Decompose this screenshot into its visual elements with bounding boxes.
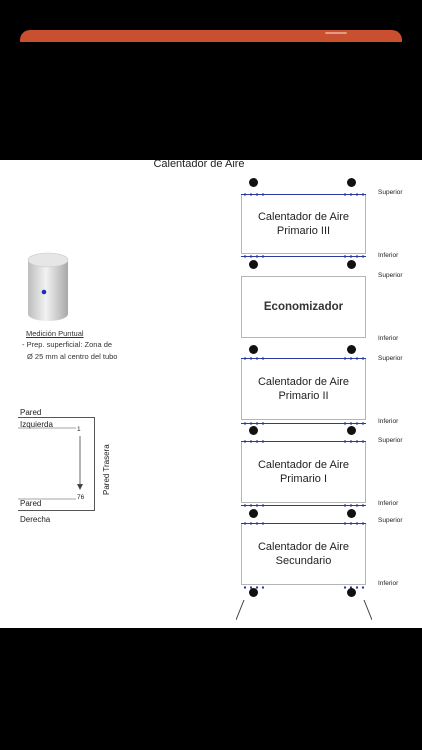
measure-line: [241, 256, 366, 257]
measurement-points: [342, 504, 364, 507]
support-ball: [249, 260, 258, 269]
section-name: Calentador de Aire Secundario: [257, 541, 350, 567]
measurement-points: [242, 357, 264, 360]
legend-line-2: Ø 25 mm al centro del tubo: [27, 352, 118, 361]
legend-line-1: - Prep. superficial: Zona de: [22, 340, 113, 349]
legend-title: Medición Puntual: [26, 329, 84, 338]
measure-line: [241, 523, 366, 524]
measurement-points: [242, 255, 264, 258]
section-name: Calentador de Aire Primario III: [257, 211, 350, 237]
support-ball: [249, 178, 258, 187]
drag-handle[interactable]: [325, 32, 347, 34]
inferior-label: Inferior: [378, 500, 399, 507]
left-label: Izquierda: [20, 420, 53, 429]
section-name: Calentador de Aire Primario II: [257, 376, 350, 402]
measurement-cylinder-icon: [24, 252, 72, 324]
superior-label: Superior: [378, 355, 403, 362]
measurement-points: [242, 586, 264, 589]
support-ball: [347, 345, 356, 354]
wall-top-label: Pared: [20, 408, 42, 417]
superior-label: Superior: [378, 189, 403, 196]
end-index: 76: [77, 494, 85, 501]
measurement-points: [342, 422, 364, 425]
measurement-points: [242, 193, 264, 196]
measurement-points: [342, 255, 364, 258]
section-primario-3: Calentador de Aire Primario III: [241, 194, 366, 254]
section-economizador: Economizador: [241, 276, 366, 338]
section-primario-2: Calentador de Aire Primario II: [241, 358, 366, 420]
wall-bottom-label: Pared: [20, 499, 42, 508]
inferior-label: Inferior: [378, 418, 399, 425]
measure-line: [241, 505, 366, 506]
support-ball: [249, 509, 258, 518]
measurement-points: [342, 586, 364, 589]
measurement-points: [342, 357, 364, 360]
support-ball: [249, 588, 258, 597]
bottom-letterbox: [0, 628, 422, 750]
measurement-points: [342, 193, 364, 196]
superior-label: Superior: [378, 517, 403, 524]
measurement-points: [242, 422, 264, 425]
measurement-points: [242, 522, 264, 525]
measure-line: [241, 358, 366, 359]
support-ball: [249, 426, 258, 435]
right-label: Derecha: [20, 515, 51, 524]
orientation-box: [18, 417, 95, 511]
support-ball: [347, 260, 356, 269]
support-ball: [347, 426, 356, 435]
support-ball: [347, 588, 356, 597]
superior-label: Superior: [378, 437, 403, 444]
measure-line: [241, 194, 366, 195]
measurement-points: [342, 522, 364, 525]
section-secundario: Calentador de Aire Secundario: [241, 523, 366, 585]
section-name: Economizador: [263, 301, 344, 313]
bottom-funnel: [236, 600, 372, 621]
superior-label: Superior: [378, 272, 403, 279]
measure-line: [241, 423, 366, 424]
measurement-points: [242, 440, 264, 443]
diagram-title: Calentador de Aire: [153, 160, 245, 170]
section-name: Calentador de Aire Primario I: [257, 459, 350, 485]
inferior-label: Inferior: [378, 580, 399, 587]
rear-wall-label: Pared Trasera: [102, 444, 111, 495]
document-page: Calentador de Aire Medición Puntual - Pr…: [0, 160, 422, 628]
measure-line: [241, 441, 366, 442]
section-primario-1: Calentador de Aire Primario I: [241, 441, 366, 503]
support-ball: [347, 178, 356, 187]
start-index: 1: [77, 426, 81, 433]
support-ball: [249, 345, 258, 354]
inferior-label: Inferior: [378, 335, 399, 342]
support-ball: [347, 509, 356, 518]
measurement-points: [242, 504, 264, 507]
inferior-label: Inferior: [378, 252, 399, 259]
measurement-points: [342, 440, 364, 443]
app-header-bar: [20, 30, 402, 42]
